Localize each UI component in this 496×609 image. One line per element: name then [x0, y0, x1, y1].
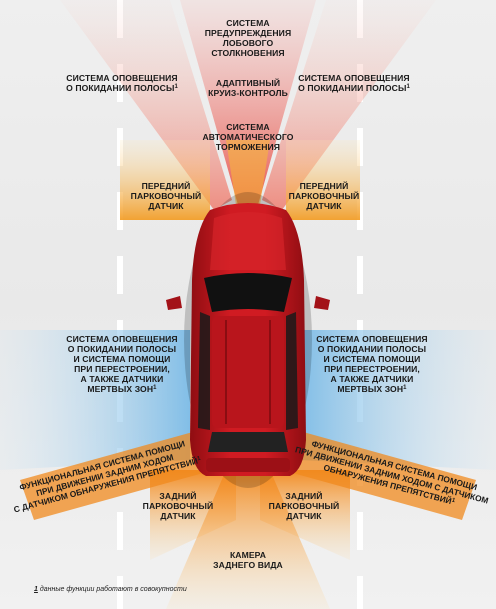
rear-camera-zone: [166, 470, 330, 609]
front-park-zone-right: [286, 140, 360, 220]
front-collision-zone: [180, 0, 316, 205]
rear-park-zone-left: [150, 470, 236, 560]
front-park-zone-left: [120, 140, 210, 220]
reverse-assist-band-left: [20, 430, 214, 520]
car: [166, 192, 330, 488]
reverse-assist-band-right: [282, 430, 476, 520]
footnote: 1 данные функции работают в совокупности: [34, 586, 187, 593]
footnote-text: данные функции работают в совокупности: [39, 586, 187, 593]
footnote-mark: 1: [34, 586, 38, 593]
blind-spot-zone-right: [300, 330, 496, 470]
blind-spot-zone-left: [0, 330, 190, 470]
auto-braking-zone: [226, 140, 270, 205]
rear-park-zone-right: [260, 470, 350, 560]
